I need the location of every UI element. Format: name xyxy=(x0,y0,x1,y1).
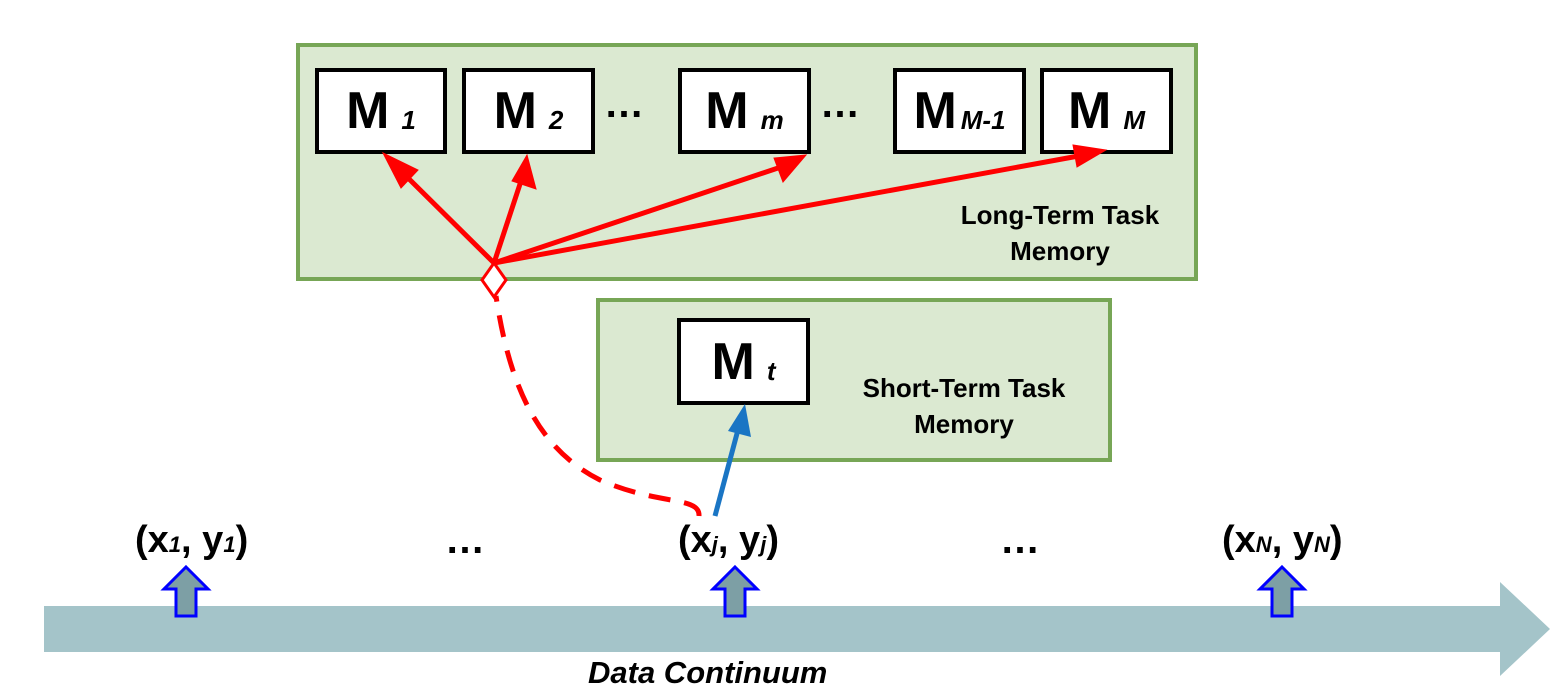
memory-module-2: M 2 xyxy=(462,68,595,154)
retrieval-arrowhead-Mm xyxy=(773,154,808,183)
x-index: 1 xyxy=(168,532,182,557)
module-index: m xyxy=(760,105,784,135)
modules-ellipsis-1: … xyxy=(604,82,646,126)
update-arrow-to-Mt xyxy=(712,425,742,517)
modules-ellipsis-2: … xyxy=(820,82,862,126)
y-var: y xyxy=(739,519,761,561)
module-symbol: M xyxy=(913,82,957,140)
module-index: M xyxy=(1123,105,1145,135)
retrieval-dashed-path xyxy=(493,295,702,517)
label-line: Long-Term Task xyxy=(960,200,1160,230)
retrieval-arrows xyxy=(381,144,1108,266)
label-line: Memory xyxy=(1010,236,1110,266)
retrieval-arrow-to-MM xyxy=(493,152,1085,266)
memory-module-m: M m xyxy=(678,68,811,154)
retrieval-arrow-to-M2 xyxy=(491,177,525,264)
memory-module-1: M 1 xyxy=(315,68,447,154)
retrieval-arrow-to-M1 xyxy=(400,170,496,265)
short-term-memory-label: Short-Term Task Memory xyxy=(824,370,1104,442)
retrieval-arrowhead-M2 xyxy=(511,153,537,190)
label-line: Short-Term Task xyxy=(862,373,1066,403)
input-arrow-1-icon xyxy=(160,564,212,618)
update-arrowhead-Mt xyxy=(728,404,751,437)
module-symbol: M xyxy=(1068,82,1112,140)
stream-ellipsis-2: … xyxy=(1000,518,1042,562)
module-index: t xyxy=(766,356,776,386)
module-index: 2 xyxy=(548,105,564,135)
retrieval-arrow-to-Mm xyxy=(493,163,785,266)
retrieval-arrowhead-M1 xyxy=(381,151,419,189)
stream-ellipsis-1: … xyxy=(445,518,487,562)
y-var: y xyxy=(202,519,224,561)
y-index: 1 xyxy=(223,532,236,557)
module-symbol: M xyxy=(705,82,749,140)
x-var: x xyxy=(147,519,169,561)
datapoint-N: (xN, yN) xyxy=(1222,519,1343,561)
y-index: N xyxy=(1313,532,1330,557)
y-var: y xyxy=(1292,519,1314,561)
memory-module-t: M t xyxy=(677,318,810,405)
x-var: x xyxy=(1234,519,1256,561)
selection-node-diamond xyxy=(480,260,508,300)
datapoint-1: (x1, y1) xyxy=(135,519,249,561)
label-line: Memory xyxy=(914,409,1014,439)
input-arrow-j-icon xyxy=(709,564,761,618)
data-continuum-label: Data Continuum xyxy=(588,655,828,690)
module-symbol: M xyxy=(711,332,755,391)
memory-module-M-minus-1: M M-1 xyxy=(893,68,1026,154)
x-index: j xyxy=(711,532,718,557)
datapoint-j: (xj, yj) xyxy=(678,519,779,561)
long-term-memory-label: Long-Term Task Memory xyxy=(900,197,1220,269)
y-index: j xyxy=(760,532,767,557)
module-index: 1 xyxy=(401,105,416,135)
module-symbol: M xyxy=(493,82,537,140)
x-var: x xyxy=(690,519,712,561)
data-continuum-arrow xyxy=(44,582,1550,676)
module-index: M-1 xyxy=(960,105,1006,135)
memory-module-M: M M xyxy=(1040,68,1173,154)
x-index: N xyxy=(1255,532,1272,557)
input-arrow-N-icon xyxy=(1256,564,1308,618)
retrieval-arrowhead-MM xyxy=(1072,144,1108,168)
module-symbol: M xyxy=(346,82,390,140)
